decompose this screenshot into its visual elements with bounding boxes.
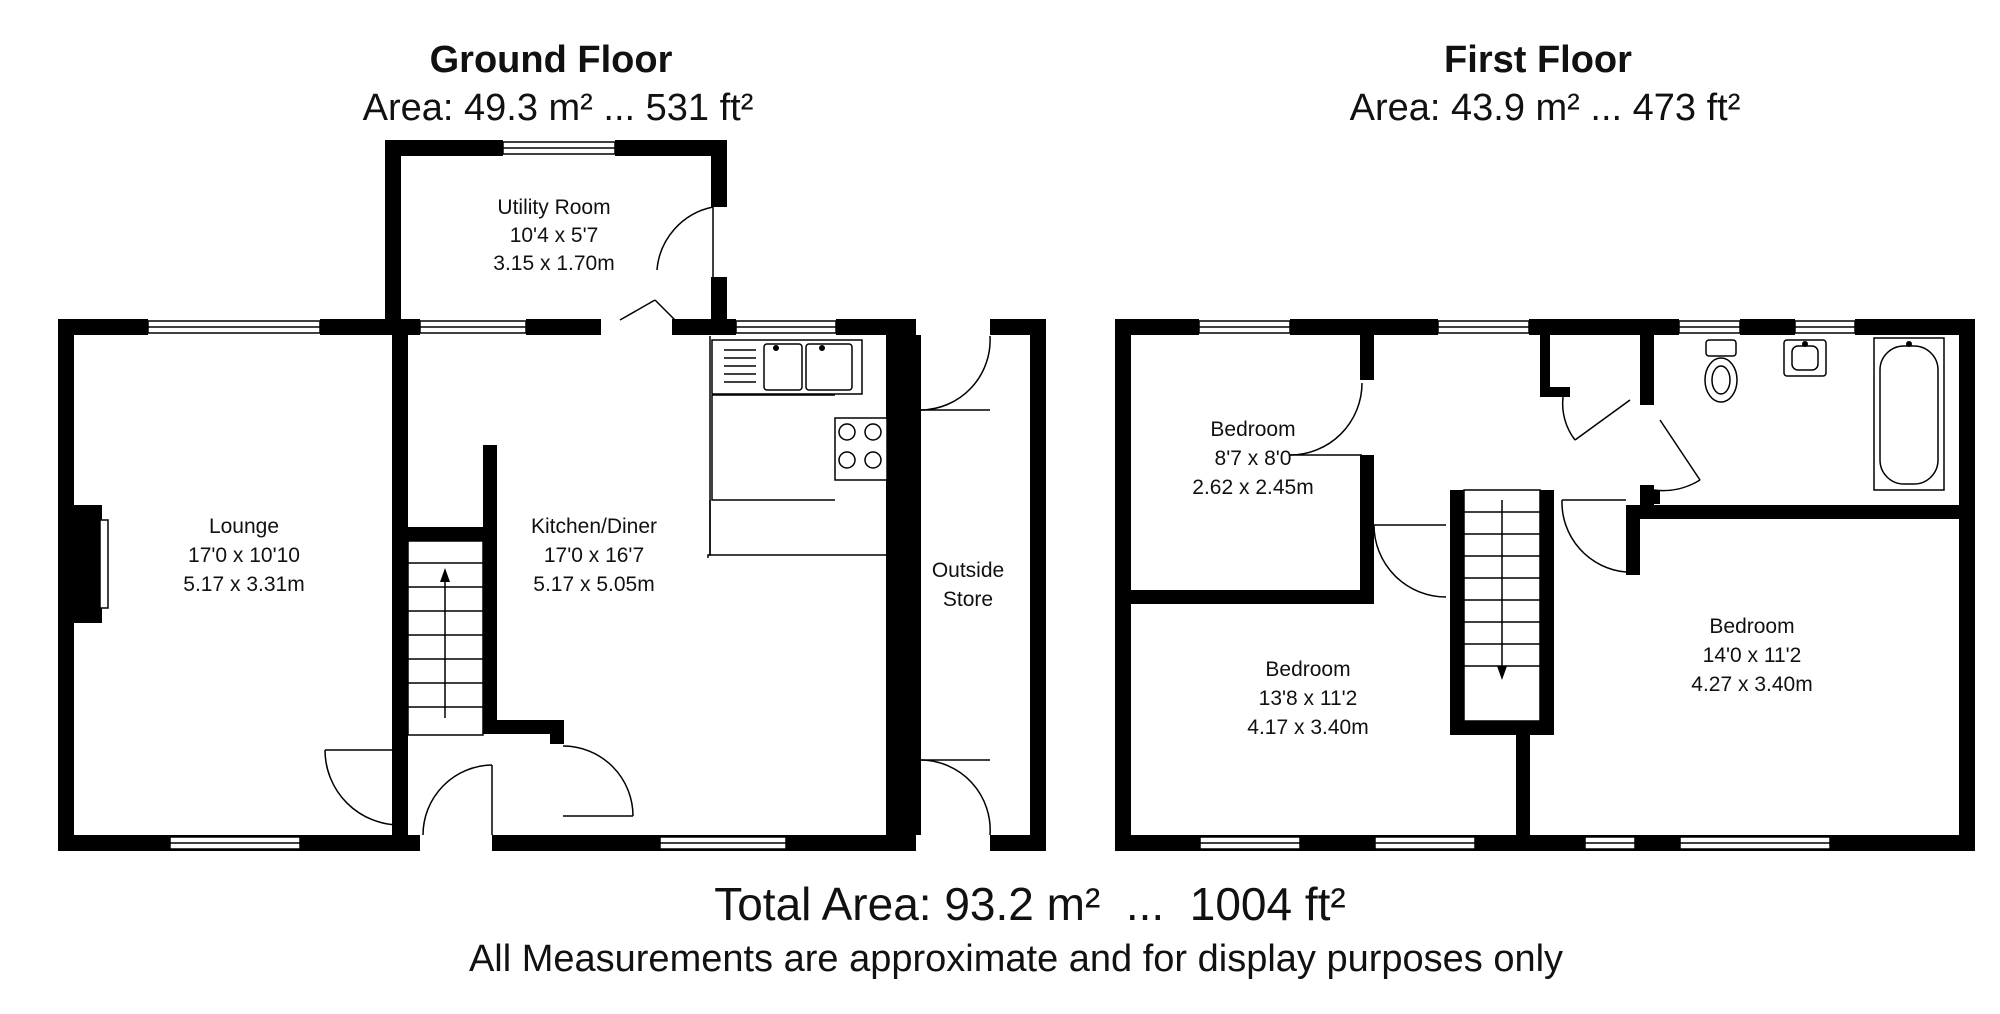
- first-floor-plan: Bedroom 8'7 x 8'0 2.62 x 2.45m Bedroom 1…: [1115, 319, 1975, 851]
- outside-store-name-line1: Outside: [932, 559, 1004, 582]
- door-swing-icon: [920, 759, 991, 836]
- lounge-imperial: 17'0 x 10'10: [188, 544, 300, 567]
- first-floor-title: First Floor: [1444, 39, 1632, 81]
- door-swing-icon: [1373, 524, 1447, 598]
- utility-room-name: Utility Room: [497, 196, 610, 219]
- fireplace-icon: [74, 505, 109, 623]
- lounge-metric: 5.17 x 3.31m: [183, 573, 304, 596]
- lounge-name: Lounge: [209, 515, 279, 538]
- bedroom-small-metric: 2.62 x 2.45m: [1192, 476, 1313, 499]
- door-swing-icon: [562, 745, 634, 817]
- total-area: Total Area: 93.2 m² ... 1004 ft²: [714, 878, 1346, 930]
- bedroom-right-name: Bedroom: [1709, 615, 1794, 638]
- door-swing-icon: [920, 335, 991, 411]
- stairs-icon: [1463, 489, 1541, 722]
- hob-icon: [834, 417, 888, 481]
- first-floor-area: Area: 43.9 m² ... 473 ft²: [1350, 87, 1741, 129]
- door-swing-icon: [1653, 419, 1701, 492]
- disclaimer: All Measurements are approximate and for…: [469, 938, 1563, 980]
- bedroom-left-metric: 4.17 x 3.40m: [1247, 716, 1368, 739]
- door-swing-icon: [619, 299, 676, 321]
- door-swing-icon: [656, 206, 714, 277]
- ground-floor-title: Ground Floor: [430, 39, 673, 81]
- bedroom-small-imperial: 8'7 x 8'0: [1215, 447, 1292, 470]
- door-swing-icon: [1561, 396, 1631, 441]
- door-swing-icon: [1561, 499, 1627, 573]
- bedroom-right-imperial: 14'0 x 11'2: [1703, 644, 1802, 667]
- utility-room-imperial: 10'4 x 5'7: [510, 224, 599, 247]
- utility-room-metric: 3.15 x 1.70m: [493, 252, 614, 275]
- kitchen-imperial: 17'0 x 16'7: [544, 544, 644, 567]
- ground-floor-area: Area: 49.3 m² ... 531 ft²: [363, 87, 754, 129]
- bedroom-left-name: Bedroom: [1265, 658, 1350, 681]
- bath-icon: [1873, 337, 1945, 491]
- door-swing-icon: [422, 764, 493, 836]
- kitchen-worktop: [707, 336, 887, 558]
- toilet-icon: [1704, 339, 1738, 403]
- bedroom-left-imperial: 13'8 x 11'2: [1259, 687, 1358, 710]
- stairs-icon: [407, 540, 484, 736]
- sink-icon: [711, 339, 863, 395]
- kitchen-name: Kitchen/Diner: [531, 515, 657, 538]
- kitchen-metric: 5.17 x 5.05m: [533, 573, 654, 596]
- door-swing-icon: [324, 749, 401, 826]
- bedroom-right-metric: 4.27 x 3.40m: [1691, 673, 1812, 696]
- basin-icon: [1783, 339, 1827, 377]
- bedroom-small-name: Bedroom: [1210, 418, 1295, 441]
- ground-floor-plan: Utility Room 10'4 x 5'7 3.15 x 1.70m Lou…: [58, 140, 1046, 851]
- door-swing-icon: [1289, 382, 1363, 456]
- outside-store-name-line2: Store: [943, 588, 993, 611]
